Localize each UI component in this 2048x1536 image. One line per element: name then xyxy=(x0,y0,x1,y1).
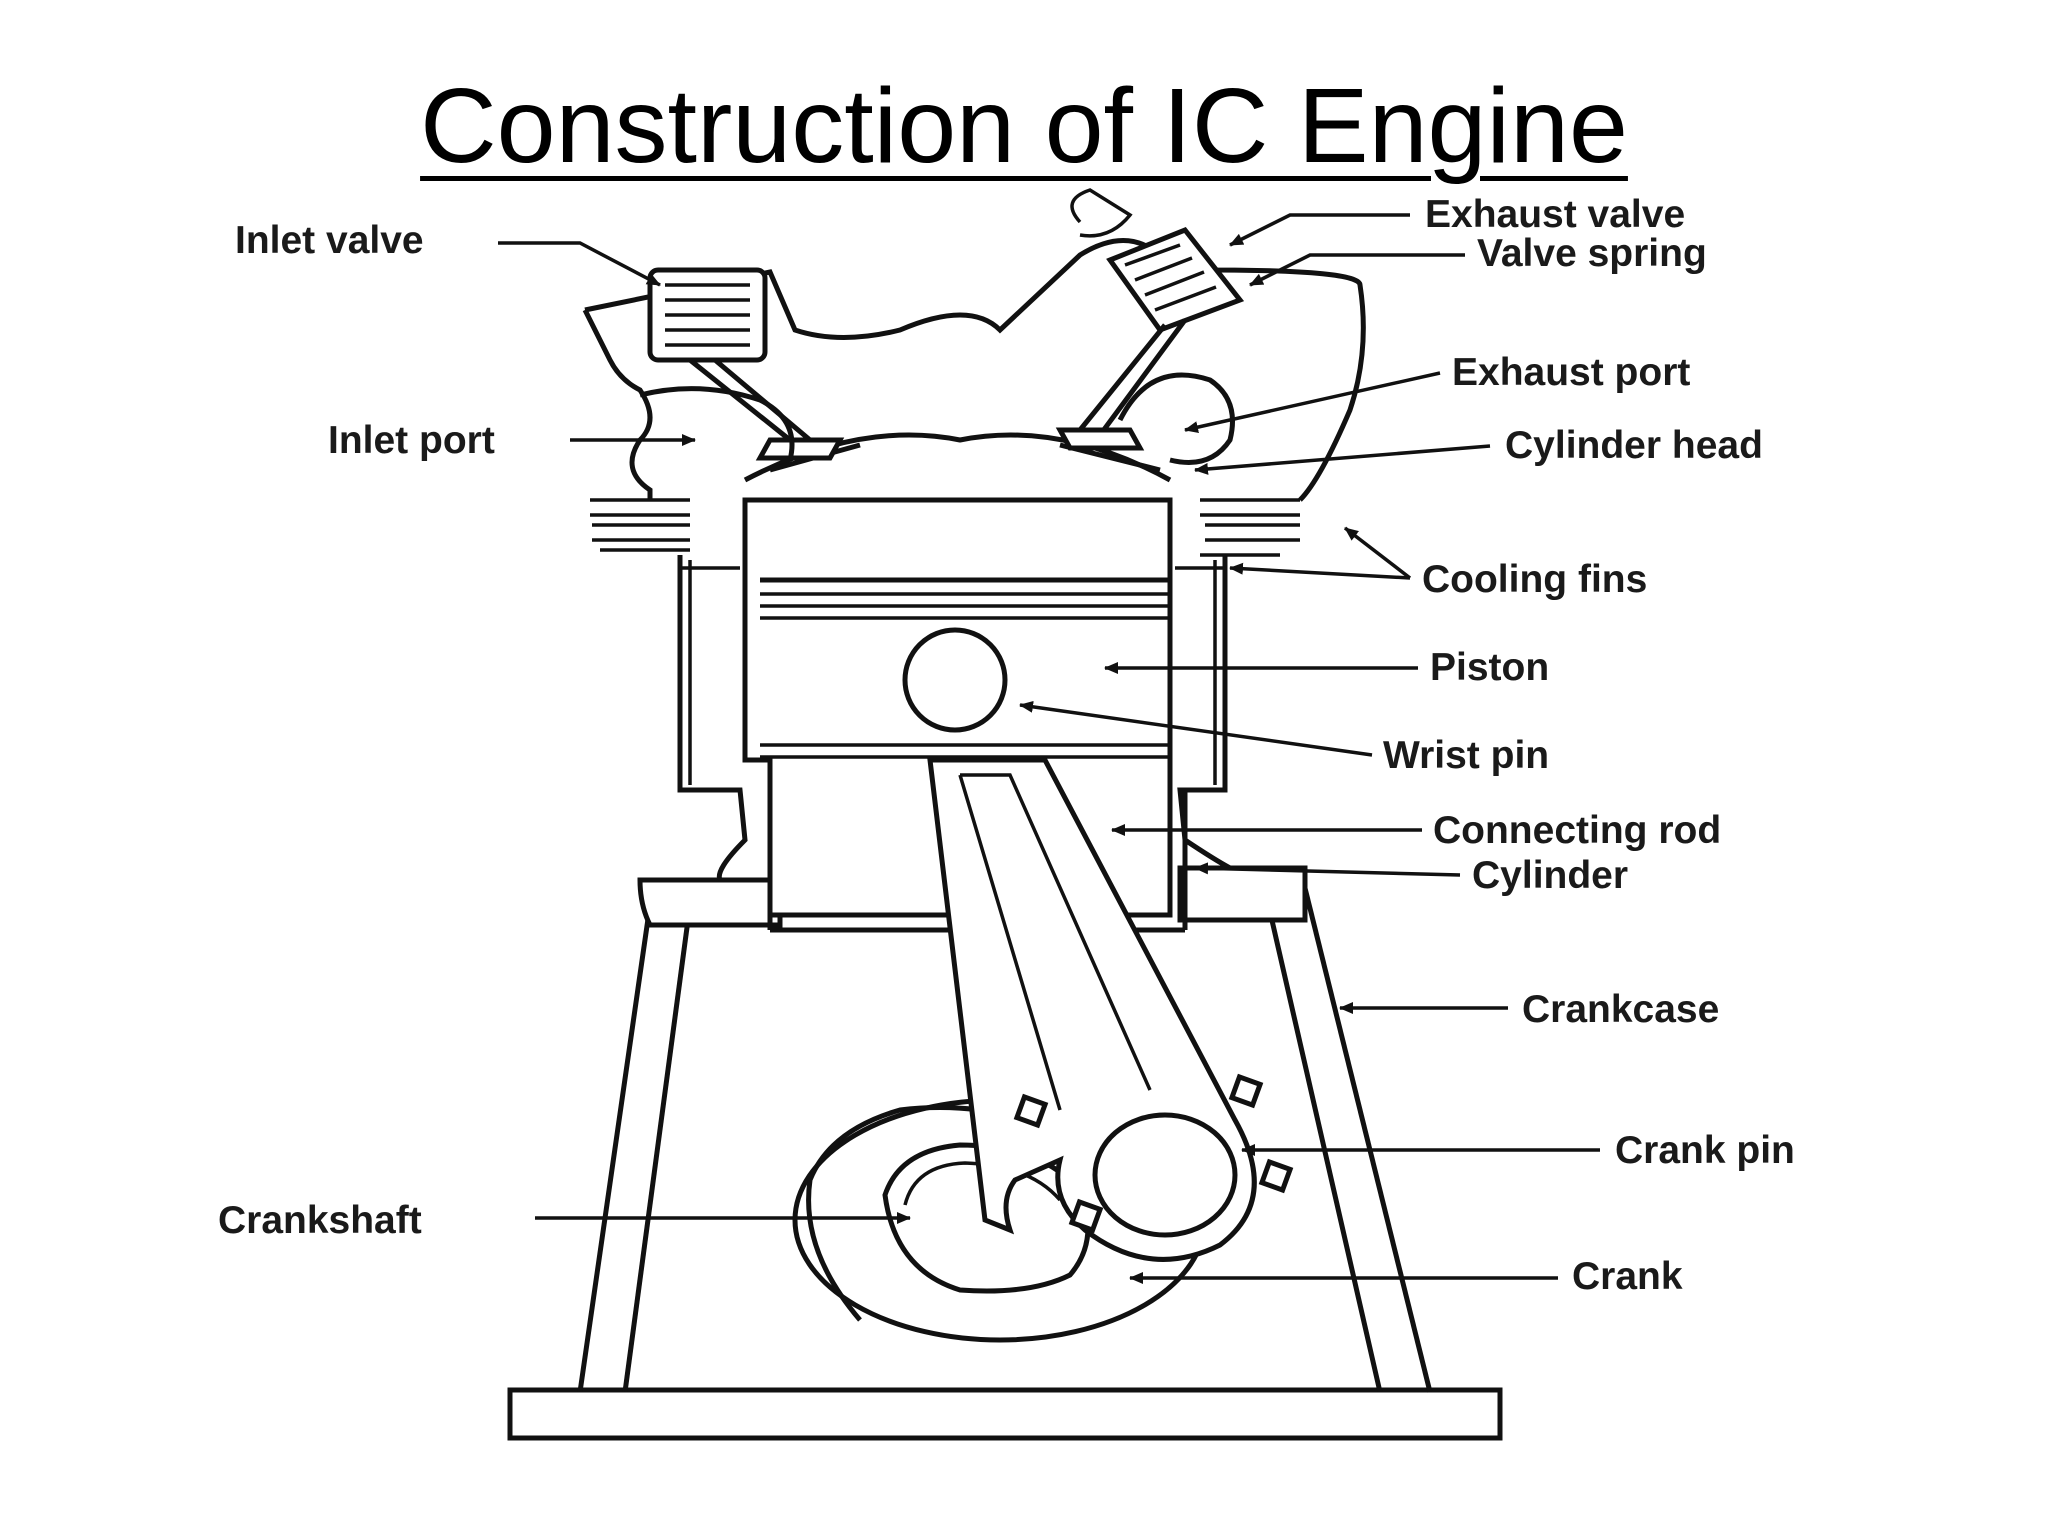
slide-title: Construction of IC Engine xyxy=(420,67,1628,185)
exhaust-port-shape xyxy=(1117,372,1235,465)
label-crank: Crank xyxy=(1572,1255,1683,1298)
label-crankshaft: Crankshaft xyxy=(218,1199,422,1242)
inlet-valve-assembly xyxy=(647,267,845,461)
label-crankcase: Crankcase xyxy=(1522,988,1719,1031)
leader-lines xyxy=(498,213,1600,1284)
label-exhaust-port: Exhaust port xyxy=(1452,351,1690,394)
exhaust-valve-assembly xyxy=(1055,226,1245,451)
crankcase-body xyxy=(577,865,1433,1393)
label-exhaust-valve: Exhaust valve xyxy=(1425,193,1685,236)
label-valve-spring: Valve spring xyxy=(1477,232,1707,275)
label-piston: Piston xyxy=(1430,646,1549,689)
inlet-port-shape xyxy=(639,386,795,461)
label-cylinder: Cylinder xyxy=(1472,854,1628,897)
wrist-pin-circle xyxy=(902,627,1008,733)
label-connecting-rod: Connecting rod xyxy=(1433,809,1721,852)
label-wrist-pin: Wrist pin xyxy=(1383,734,1549,777)
connecting-rod-body xyxy=(927,757,1294,1262)
label-inlet-valve: Inlet valve xyxy=(235,219,424,262)
cooling-fins xyxy=(590,498,1300,570)
label-cylinder-head: Cylinder head xyxy=(1505,424,1763,467)
label-cooling-fins: Cooling fins xyxy=(1422,558,1647,601)
base-plate xyxy=(507,1387,1503,1441)
label-crank-pin: Crank pin xyxy=(1615,1129,1795,1172)
label-inlet-port: Inlet port xyxy=(328,419,495,462)
